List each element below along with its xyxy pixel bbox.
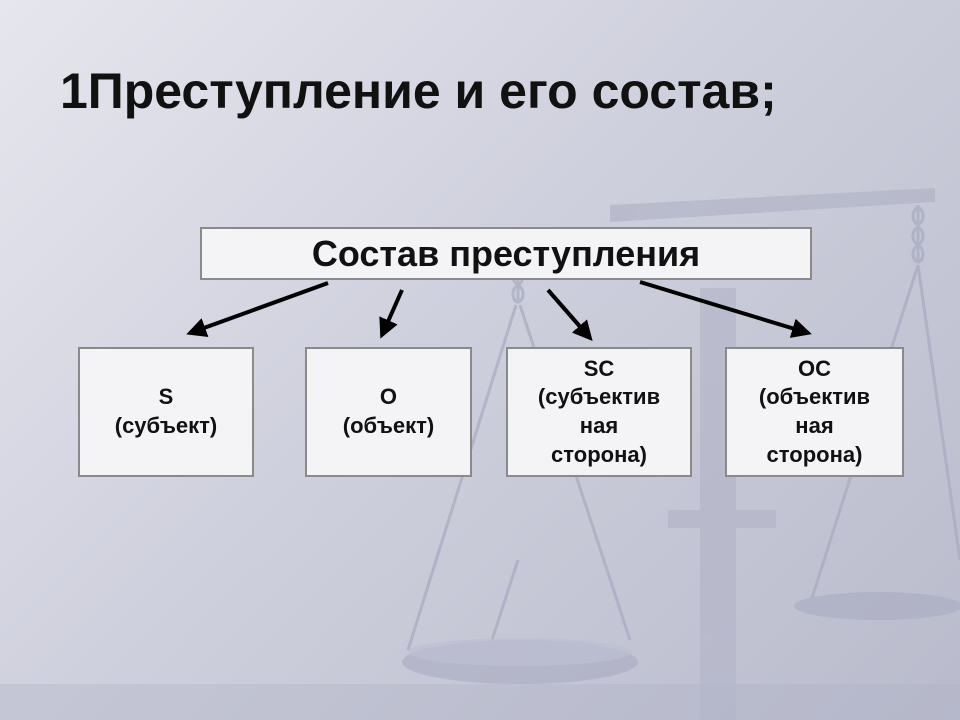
slide-title: 1Преступление и его состав; xyxy=(60,63,777,119)
node-subject-line: (субъект) xyxy=(114,413,218,438)
diagram-root-box: Состав преступления xyxy=(200,227,812,280)
node-subjective-side: SC (субъектив ная сторона) xyxy=(506,347,692,477)
node-subject-line: S xyxy=(158,384,174,410)
node-subjective-side-line: сторона) xyxy=(551,441,647,467)
node-object: O (объект) xyxy=(305,347,472,477)
node-subject: S (субъект) xyxy=(78,347,254,477)
arrow-to-node-s xyxy=(186,281,329,337)
arrow-to-node-o xyxy=(379,289,404,339)
arrow-to-node-sc xyxy=(546,288,593,342)
node-subjective-side-line: ная xyxy=(579,413,619,438)
node-objective-side-line: сторона) xyxy=(766,441,863,467)
node-objective-side: OC (объектив ная сторона) xyxy=(725,347,904,477)
node-subjective-side-line: (субъектив xyxy=(537,384,661,410)
node-objective-side-line: OC xyxy=(797,355,831,381)
node-object-line: (объект) xyxy=(342,413,435,438)
node-objective-side-line: ная xyxy=(795,413,834,438)
diagram-root-label: Состав преступления xyxy=(311,232,701,274)
arrow-to-node-oc xyxy=(639,280,812,338)
node-subjective-side-line: SC xyxy=(583,355,615,381)
node-objective-side-line: (объектив xyxy=(758,384,871,410)
node-object-line: O xyxy=(379,384,398,410)
